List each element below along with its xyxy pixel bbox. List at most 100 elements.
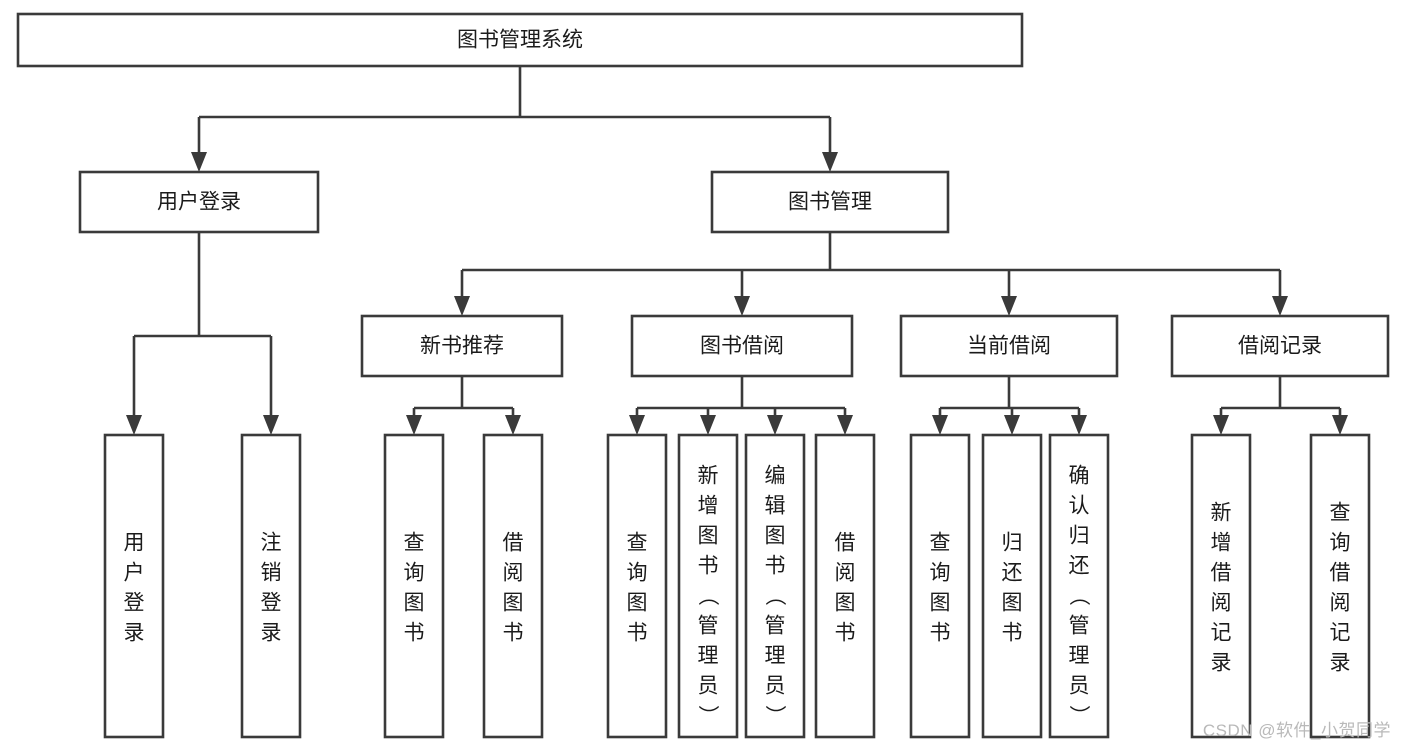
- node-leaf-user-login[interactable]: 用户登录: [103, 433, 165, 739]
- node-label-char: 图: [1002, 591, 1023, 614]
- edges-layer: [126, 66, 1348, 435]
- node-book-borrow[interactable]: 图书借阅: [630, 314, 854, 378]
- node-label-char: 图: [627, 591, 648, 614]
- node-label-char: 新: [698, 464, 719, 487]
- arrow-head-icon: [1001, 296, 1017, 316]
- node-label-char: 登: [124, 591, 145, 614]
- node-label-char: 图: [930, 591, 951, 614]
- node-label-char: 图: [765, 524, 786, 547]
- node-label-char: 理: [698, 644, 719, 667]
- node-label-char: 借: [835, 531, 856, 554]
- node-label-char: 辑: [765, 494, 786, 517]
- node-label-char: 用: [124, 531, 145, 554]
- arrow-head-icon: [822, 152, 838, 172]
- node-box[interactable]: [383, 433, 445, 739]
- arrow-head-icon: [837, 415, 853, 435]
- node-new-book-rec[interactable]: 新书推荐: [360, 314, 564, 378]
- node-label-char: 查: [930, 531, 951, 554]
- node-label-char: 借: [1330, 561, 1351, 584]
- node-label-char: ）: [763, 705, 786, 726]
- node-box[interactable]: [1170, 314, 1390, 378]
- arrow-head-icon: [406, 415, 422, 435]
- node-label-char: 编: [765, 464, 786, 487]
- node-user-login[interactable]: 用户登录: [78, 170, 320, 234]
- node-box[interactable]: [16, 12, 1024, 68]
- node-box[interactable]: [103, 433, 165, 739]
- node-label-char: 查: [627, 531, 648, 554]
- node-label-char: （: [763, 585, 786, 606]
- node-label-char: 户: [124, 561, 145, 584]
- node-label-char: 认: [1069, 494, 1090, 517]
- arrow-head-icon: [1332, 415, 1348, 435]
- node-label-char: 查: [1330, 501, 1351, 524]
- arrow-head-icon: [932, 415, 948, 435]
- node-label-char: 员: [698, 674, 719, 697]
- node-book-manage[interactable]: 图书管理: [710, 170, 950, 234]
- node-box[interactable]: [606, 433, 668, 739]
- node-box[interactable]: [909, 433, 971, 739]
- node-label-char: 阅: [503, 561, 524, 584]
- node-label-char: ）: [1067, 705, 1090, 726]
- node-box[interactable]: [1048, 433, 1110, 739]
- node-label-char: 图: [698, 524, 719, 547]
- node-label-char: （: [696, 585, 719, 606]
- node-borrow-record[interactable]: 借阅记录: [1170, 314, 1390, 378]
- node-box[interactable]: [814, 433, 876, 739]
- node-box[interactable]: [1190, 433, 1252, 739]
- node-label: 借阅记录: [1238, 335, 1322, 358]
- node-box[interactable]: [899, 314, 1119, 378]
- node-label-char: 理: [1069, 644, 1090, 667]
- node-label-char: 书: [627, 621, 648, 644]
- node-label-char: 书: [765, 554, 786, 577]
- arrow-head-icon: [1272, 296, 1288, 316]
- node-label-char: 销: [261, 561, 282, 584]
- arrow-head-icon: [700, 415, 716, 435]
- node-label-char: 查: [404, 531, 425, 554]
- node-label-char: 记: [1330, 621, 1351, 644]
- node-box[interactable]: [744, 433, 806, 739]
- node-label-char: 录: [124, 621, 145, 644]
- node-label-char: 借: [503, 531, 524, 554]
- node-label-char: 确: [1069, 464, 1090, 487]
- node-label-char: ）: [696, 705, 719, 726]
- node-box[interactable]: [482, 433, 544, 739]
- node-label: 新书推荐: [420, 335, 504, 358]
- node-label-char: 阅: [1330, 591, 1351, 614]
- node-box[interactable]: [240, 433, 302, 739]
- node-label-char: 记: [1211, 621, 1232, 644]
- node-label: 图书管理系统: [457, 29, 583, 52]
- node-box[interactable]: [981, 433, 1043, 739]
- node-label-char: 管: [1069, 614, 1090, 637]
- node-box[interactable]: [677, 433, 739, 739]
- arrow-head-icon: [1071, 415, 1087, 435]
- node-box[interactable]: [630, 314, 854, 378]
- node-current-borrow[interactable]: 当前借阅: [899, 314, 1119, 378]
- node-label-char: 询: [1330, 531, 1351, 554]
- node-label: 当前借阅: [967, 335, 1051, 358]
- node-box[interactable]: [78, 170, 320, 234]
- node-label-char: 询: [404, 561, 425, 584]
- node-box[interactable]: [1309, 433, 1371, 739]
- node-root[interactable]: 图书管理系统: [16, 12, 1024, 68]
- node-label-char: 员: [765, 674, 786, 697]
- node-label-char: 阅: [1211, 591, 1232, 614]
- node-box[interactable]: [710, 170, 950, 234]
- arrow-head-icon: [191, 152, 207, 172]
- arrow-head-icon: [734, 296, 750, 316]
- node-label-char: 归: [1069, 524, 1090, 547]
- node-box[interactable]: [360, 314, 564, 378]
- node-label-char: 图: [835, 591, 856, 614]
